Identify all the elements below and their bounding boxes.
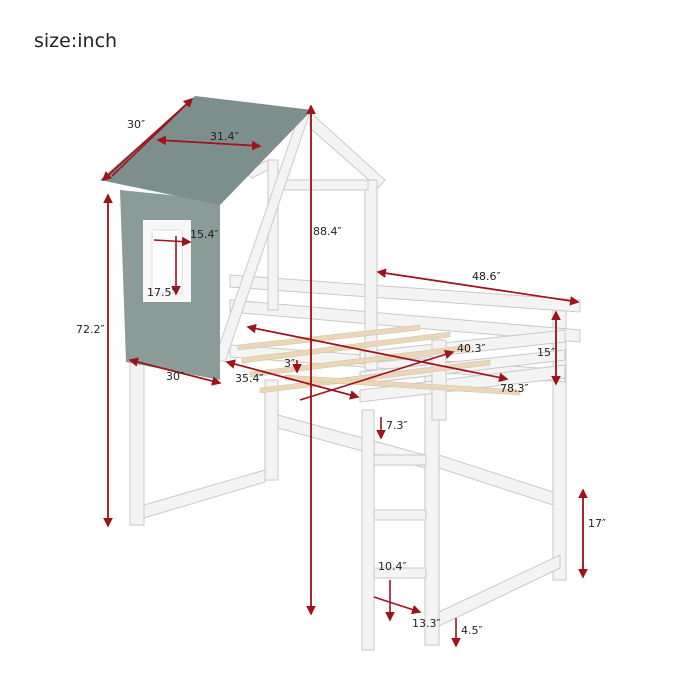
label-ladder-depth: 13.3″: [412, 617, 441, 630]
label-bottom-rail-height: 17″: [588, 517, 607, 530]
label-front-section: 35.4″: [235, 372, 264, 385]
label-window-height: 17.5″: [147, 286, 176, 299]
label-roof-depth: 30″: [127, 118, 146, 131]
label-house-depth: 30″: [166, 370, 185, 383]
label-roof-width: 31.4″: [210, 130, 239, 143]
label-window-width: 15.4″: [190, 228, 219, 241]
label-inner-width: 40.3″: [457, 342, 486, 355]
label-inner-length: 78.3″: [500, 382, 529, 395]
label-total-length: 48.6″: [472, 270, 501, 283]
label-ladder-top-gap: 7.3″: [386, 419, 408, 432]
label-ground-clearance: 4.5″: [461, 624, 483, 637]
label-slat-gap: 3″: [284, 357, 296, 370]
label-total-height: 88.4″: [313, 225, 342, 238]
dimension-arrows: [101, 97, 588, 648]
size-unit-title: size:inch: [34, 30, 118, 52]
label-ladder-rung-width: 10.4″: [378, 560, 407, 573]
house-panel: [100, 96, 312, 380]
label-house-height: 72.2″: [76, 323, 105, 336]
label-guardrail-height: 15″: [537, 346, 556, 359]
